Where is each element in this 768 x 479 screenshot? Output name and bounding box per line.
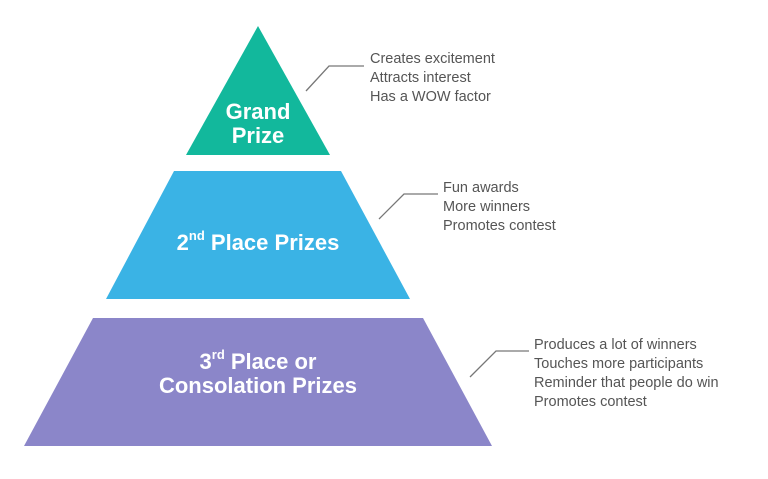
note: Reminder that people do win [534, 375, 719, 391]
tier-third-place-title: 3rd Place or Consolation Prizes [58, 347, 458, 398]
tier-second-place-shape [106, 171, 410, 299]
leader-line-second [378, 193, 438, 220]
note: Creates excitement [370, 51, 495, 67]
second-place-notes: Fun awards More winners Promotes contest [443, 179, 556, 236]
third-place-notes: Produces a lot of winners Touches more p… [534, 336, 719, 412]
tier-third-place-shape [24, 318, 492, 446]
title-line: Prize [231, 123, 285, 148]
grand-prize-notes: Creates excitement Attracts interest Has… [370, 50, 495, 107]
title-text: Place or [224, 349, 317, 374]
title-number: 2 [176, 230, 189, 255]
title-number: 3 [199, 349, 212, 374]
note: Fun awards [443, 180, 519, 196]
tier-grand-prize-shape [186, 26, 330, 155]
title-ordinal: rd [211, 347, 225, 362]
note: Has a WOW factor [370, 89, 491, 105]
title-line: Consolation Prizes [158, 373, 358, 398]
note: Attracts interest [370, 70, 471, 86]
note: More winners [443, 199, 531, 215]
title-text: Place Prizes [204, 230, 340, 255]
title-ordinal: nd [188, 228, 205, 243]
tier-grand-prize-title: Grand Prize [188, 100, 328, 148]
title-line: Grand [225, 99, 291, 124]
note: Touches more participants [534, 356, 704, 372]
note: Promotes contest [443, 218, 556, 234]
tier-second-place-title: 2nd Place Prizes [108, 228, 408, 255]
note: Promotes contest [534, 394, 647, 410]
leader-line-third [469, 350, 529, 378]
note: Produces a lot of winners [534, 337, 697, 353]
leader-line-grand [305, 65, 364, 92]
